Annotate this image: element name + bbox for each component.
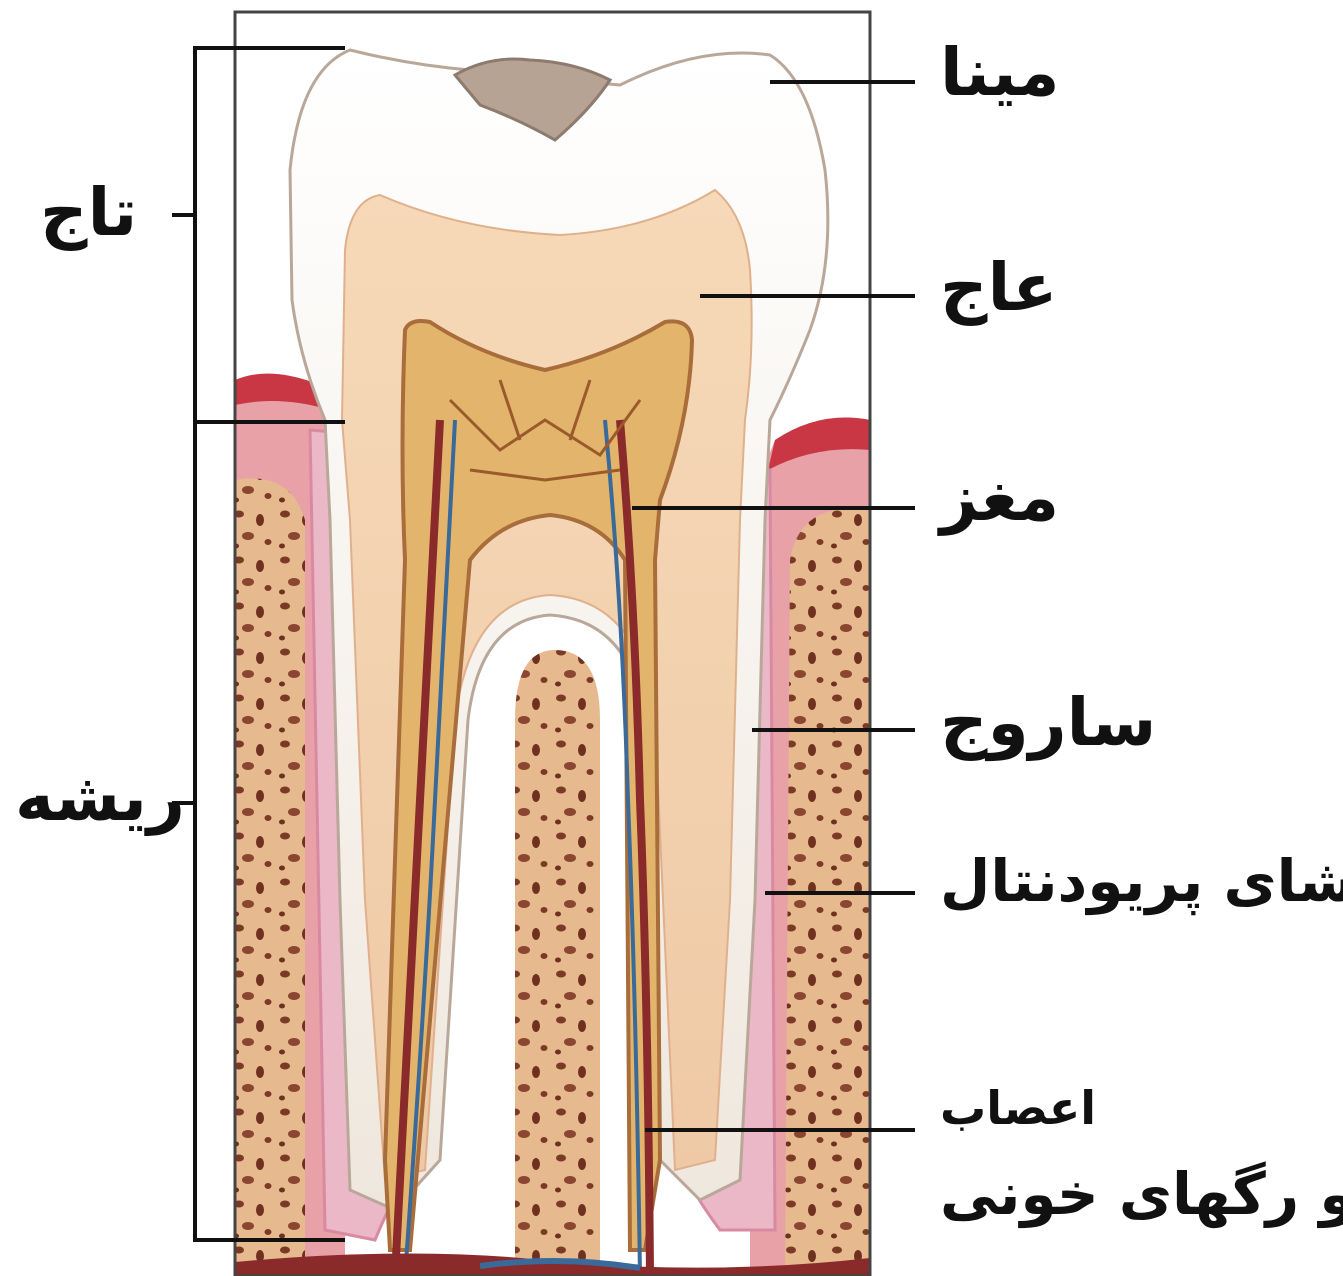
label-root: ریشه (15, 765, 185, 831)
label-periodontal-membrane: غشای پریودنتال (940, 852, 1343, 910)
tooth-illustration (235, 12, 870, 1276)
label-blood-vessels: و رگهای خونی (940, 1165, 1343, 1223)
label-cementum: ساروج (940, 690, 1156, 756)
label-dentin: عاج (940, 255, 1057, 321)
bone-center (515, 650, 600, 1276)
bone-left (235, 478, 305, 1276)
label-pulp: مغز (940, 465, 1059, 531)
label-nerves: اعصاب (940, 1085, 1096, 1131)
label-crown: تاج (40, 180, 137, 246)
label-enamel: مینا (940, 40, 1060, 106)
